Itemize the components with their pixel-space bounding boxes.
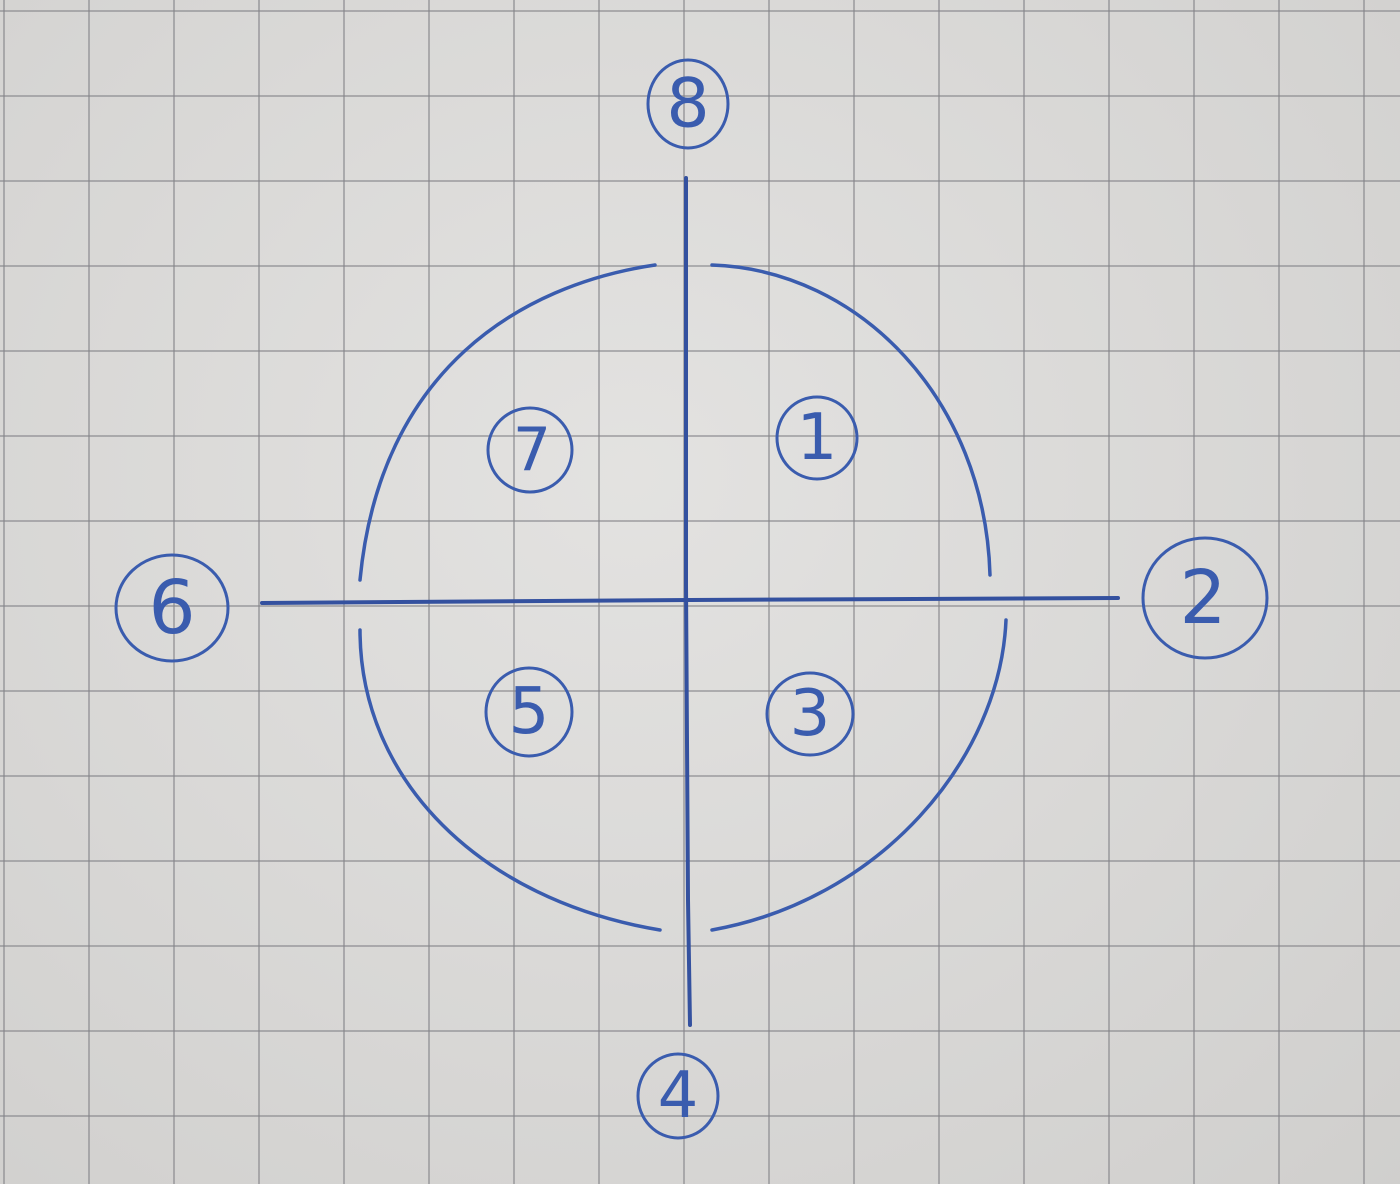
svg-text:2: 2 — [1179, 555, 1226, 641]
svg-text:3: 3 — [790, 677, 831, 751]
svg-text:5: 5 — [509, 675, 550, 749]
label-left: 6 — [114, 553, 230, 663]
label-right: 2 — [1141, 536, 1269, 660]
horizontal-line — [260, 596, 1120, 605]
svg-text:6: 6 — [148, 565, 195, 651]
outer-circle — [358, 263, 1008, 932]
label-lower-left: 5 — [484, 666, 574, 758]
vertical-line — [684, 176, 692, 1027]
svg-text:8: 8 — [666, 65, 709, 144]
svg-text:7: 7 — [513, 415, 551, 485]
label-top: 8 — [646, 58, 730, 150]
label-upper-left: 7 — [486, 406, 574, 494]
svg-text:4: 4 — [658, 1059, 699, 1133]
label-lower-right: 3 — [765, 671, 855, 757]
label-bottom: 4 — [636, 1052, 720, 1140]
svg-text:1: 1 — [797, 401, 838, 475]
label-upper-right: 1 — [775, 395, 859, 481]
cross-lines — [260, 176, 1120, 1027]
